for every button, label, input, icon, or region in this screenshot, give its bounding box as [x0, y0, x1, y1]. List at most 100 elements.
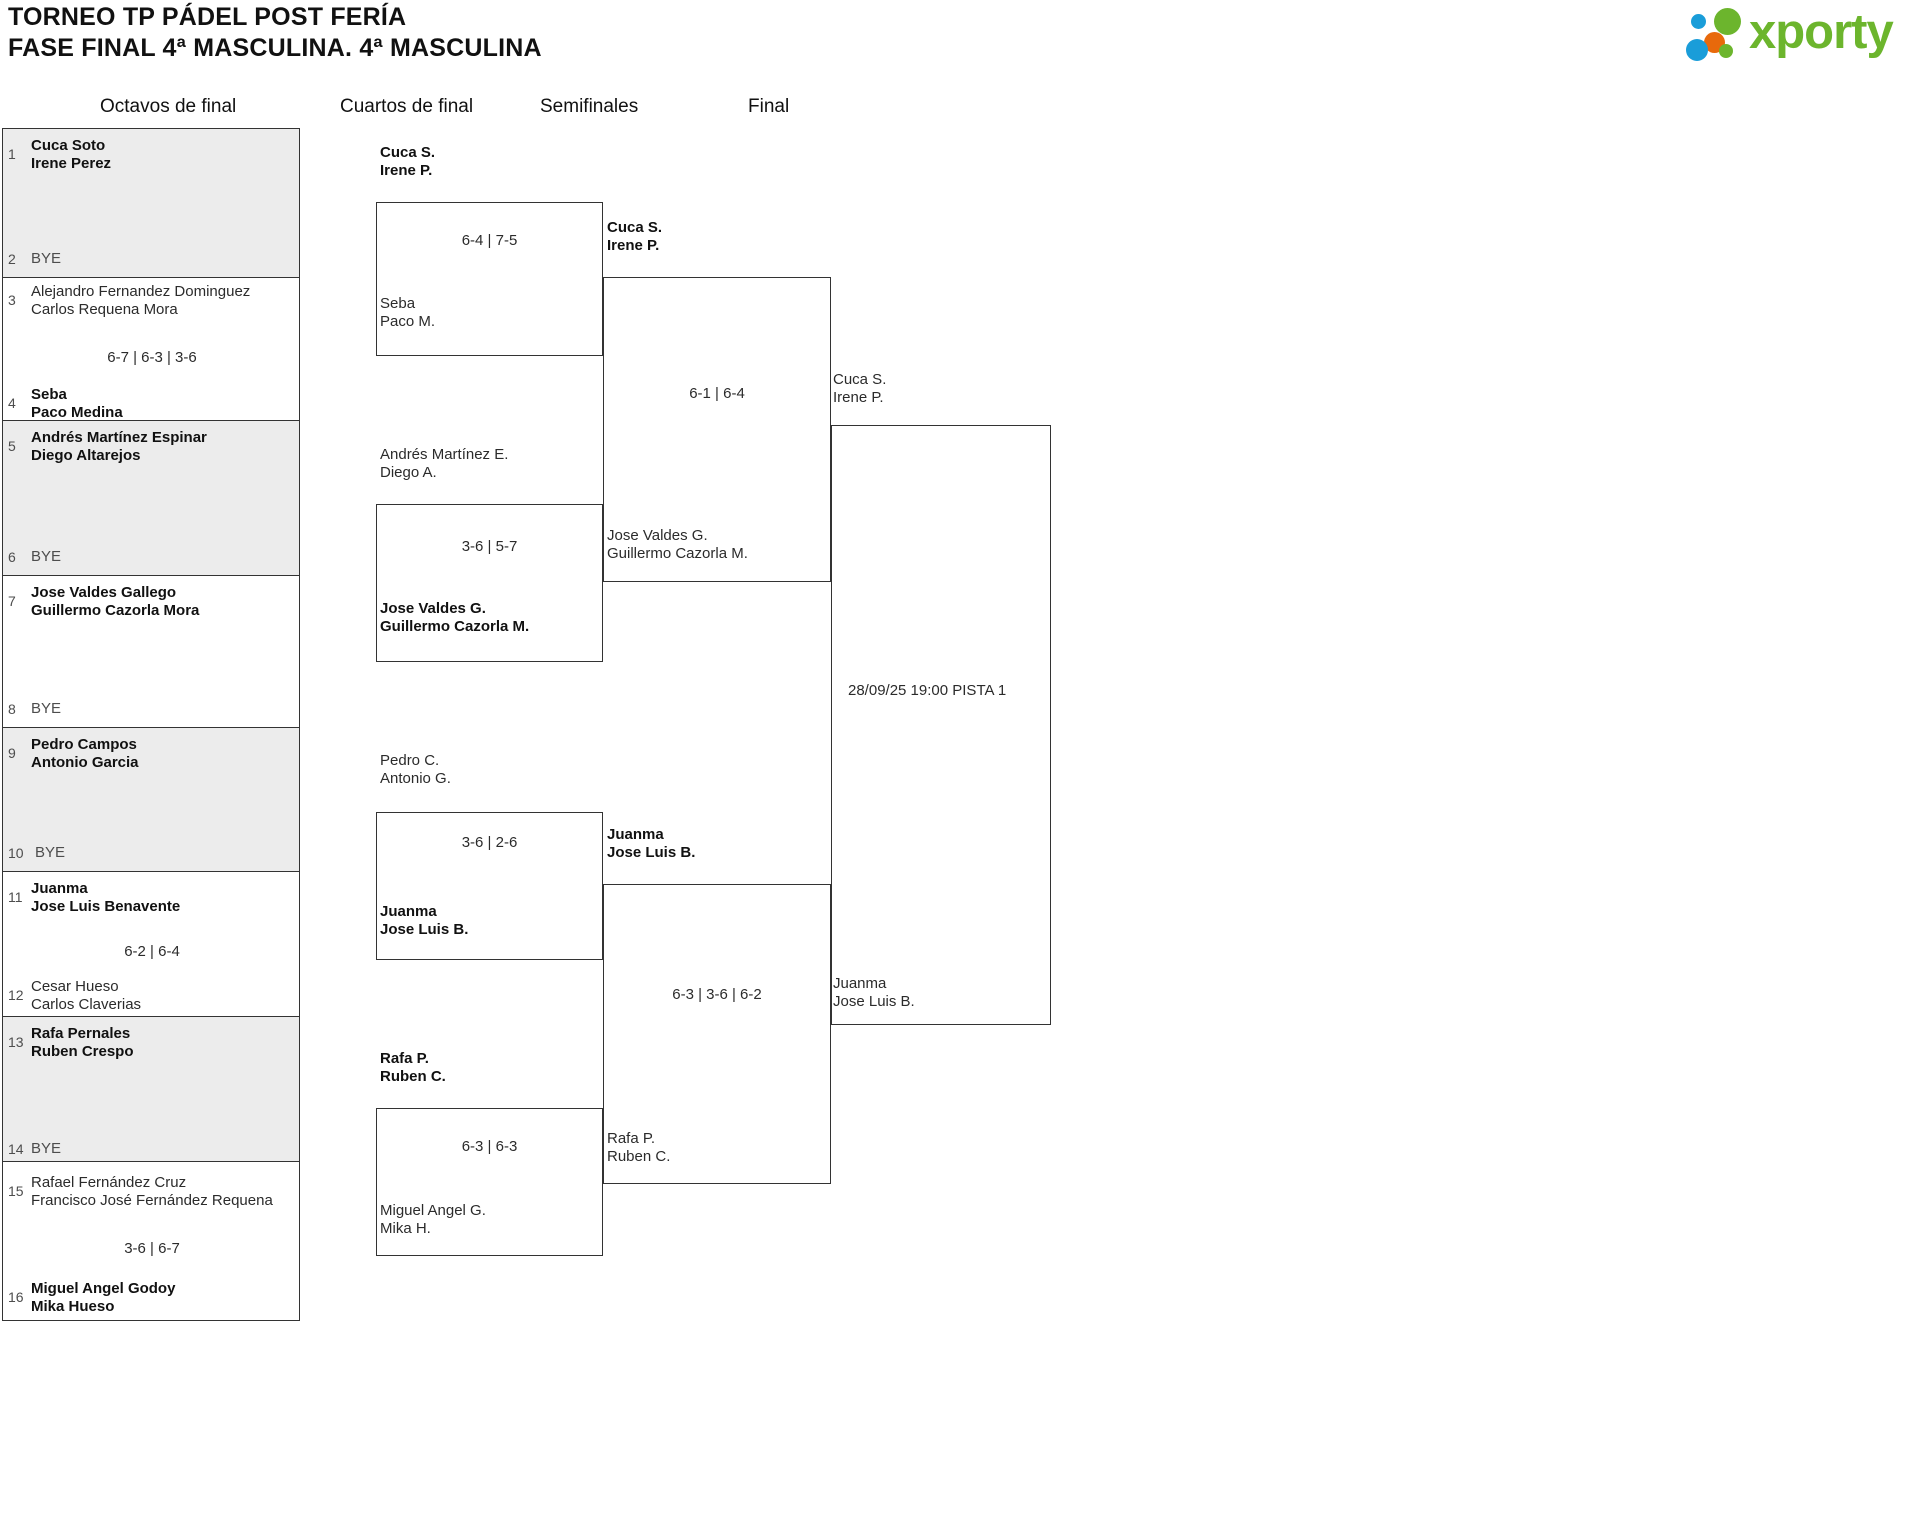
- team-line-2: Diego Altarejos: [31, 447, 141, 464]
- seed-number: 2: [8, 251, 16, 267]
- round3-team-2-line-2: Guillermo Cazorla M.: [607, 545, 748, 562]
- round2-match-3-box[interactable]: [376, 812, 603, 960]
- round3-team-4-line-1: Rafa P.: [607, 1130, 656, 1147]
- round3-team-1-line-2: Irene P.: [607, 237, 660, 254]
- xporty-logo[interactable]: xporty: [1683, 4, 1913, 64]
- team-bye: BYE: [31, 548, 62, 565]
- round3-team-4-line-2: Ruben C.: [607, 1148, 671, 1165]
- team-line-2: Mika Hueso: [31, 1298, 115, 1315]
- team-bye: BYE: [31, 700, 62, 717]
- team-line-1: Alejandro Fernandez Dominguez: [31, 283, 251, 300]
- round1-match-7[interactable]: 13 Rafa Pernales Ruben Crespo 14 BYE: [2, 1016, 300, 1161]
- team-line-1: Rafael Fernández Cruz: [31, 1174, 187, 1191]
- team-line-2: Jose Luis Benavente: [31, 898, 181, 915]
- round3-team-3-line-1: Juanma: [607, 826, 664, 843]
- seed-number: 7: [8, 593, 16, 609]
- match-score: 3-6 | 6-7: [124, 1240, 180, 1257]
- round2-match-3-score: 3-6 | 2-6: [461, 834, 518, 851]
- round3-match-1-score: 6-1 | 6-4: [689, 385, 745, 402]
- round1-match-1[interactable]: 1 Cuca Soto Irene Perez 2 BYE: [2, 128, 300, 277]
- round2-team-5-line-2: Antonio G.: [380, 770, 451, 787]
- seed-number: 14: [8, 1141, 24, 1157]
- team-bye: BYE: [31, 250, 62, 267]
- round3-match-2-score: 6-3 | 3-6 | 6-2: [672, 986, 762, 1003]
- team-line-2: Guillermo Cazorla Mora: [31, 602, 200, 619]
- seed-number: 9: [8, 745, 16, 761]
- team-line-2: Paco Medina: [31, 404, 123, 421]
- round2-team-3-line-1: Andrés Martínez E.: [380, 446, 509, 463]
- team-line-1: Juanma: [31, 880, 88, 897]
- team-bye: BYE: [31, 1140, 62, 1157]
- seed-number: 11: [8, 889, 23, 905]
- round1-match-8[interactable]: 15 Rafael Fernández Cruz Francisco José …: [2, 1161, 300, 1321]
- team-line-2: Irene Perez: [31, 155, 112, 172]
- round1-match-6[interactable]: 11 Juanma Jose Luis Benavente 6-2 | 6-4 …: [2, 871, 300, 1016]
- seed-number: 8: [8, 701, 16, 717]
- round2-team-5-line-1: Pedro C.: [380, 752, 440, 769]
- tournament-subtitle: FASE FINAL 4ª MASCULINA. 4ª MASCULINA: [8, 34, 542, 62]
- team-line-1: Cesar Hueso: [31, 978, 119, 995]
- round4-match-box[interactable]: [831, 425, 1051, 1025]
- round1-match-2[interactable]: 3 Alejandro Fernandez Dominguez Carlos R…: [2, 277, 300, 421]
- round-heading-cuartos: Cuartos de final: [340, 96, 474, 117]
- seed-number: 4: [8, 395, 16, 411]
- round3-match-2-box[interactable]: [603, 884, 831, 1184]
- round2-team-3-line-2: Diego A.: [380, 464, 437, 481]
- seed-number: 6: [8, 549, 16, 565]
- round1-match-3[interactable]: 5 Andrés Martínez Espinar Diego Altarejo…: [2, 420, 300, 575]
- seed-number: 16: [8, 1289, 24, 1305]
- logo-dot-green-small-icon: [1719, 44, 1733, 58]
- seed-number: 12: [8, 987, 24, 1003]
- team-line-1: Pedro Campos: [31, 736, 137, 753]
- round2-team-1-line-1: Cuca S.: [380, 144, 436, 161]
- match-score: 6-2 | 6-4: [124, 943, 180, 960]
- team-line-2: Francisco José Fernández Requena: [31, 1192, 273, 1209]
- round3-team-3-line-2: Jose Luis B.: [607, 844, 696, 861]
- round2-match-1-score: 6-4 | 7-5: [461, 232, 518, 249]
- round2-team-8-line-2: Mika H.: [380, 1220, 431, 1237]
- team-bye: BYE: [35, 844, 66, 861]
- team-line-2: Carlos Claverias: [31, 996, 142, 1013]
- round-heading-semifinales: Semifinales: [540, 96, 639, 117]
- round4-team-2-line-2: Jose Luis B.: [833, 993, 915, 1010]
- round2-team-4-line-1: Jose Valdes G.: [380, 600, 486, 617]
- round3-team-1-line-1: Cuca S.: [607, 219, 663, 236]
- round1-match-4[interactable]: 7 Jose Valdes Gallego Guillermo Cazorla …: [2, 575, 300, 727]
- round3-match-1-box[interactable]: [603, 277, 831, 582]
- seed-number: 5: [8, 438, 16, 454]
- team-line-1: Jose Valdes Gallego: [31, 584, 177, 601]
- seed-number: 10: [8, 845, 24, 861]
- round2-team-2-line-1: Seba: [380, 295, 416, 312]
- page-header: TORNEO TP PÁDEL POST FERÍA FASE FINAL 4ª…: [0, 0, 1920, 70]
- logo-dot-green-large-icon: [1714, 8, 1741, 35]
- logo-dots-icon: [1683, 6, 1753, 61]
- round4-team-1-line-1: Cuca S.: [833, 371, 887, 388]
- round2-match-2-score: 3-6 | 5-7: [461, 538, 518, 555]
- team-line-1: Rafa Pernales: [31, 1025, 131, 1042]
- team-line-2: Ruben Crespo: [31, 1043, 134, 1060]
- team-line-1: Miguel Angel Godoy: [31, 1280, 176, 1297]
- round1-match-5[interactable]: 9 Pedro Campos Antonio Garcia 10 BYE: [2, 727, 300, 871]
- round2-match-4-score: 6-3 | 6-3: [461, 1138, 518, 1155]
- round2-team-6-line-1: Juanma: [380, 903, 437, 920]
- round2-match-4-box[interactable]: [376, 1108, 603, 1256]
- team-line-1: Cuca Soto: [31, 137, 106, 154]
- seed-number: 13: [8, 1034, 24, 1050]
- match-score: 6-7 | 6-3 | 3-6: [107, 349, 197, 366]
- round4-team-2-line-1: Juanma: [833, 975, 887, 992]
- round2-team-7-line-2: Ruben C.: [380, 1068, 446, 1085]
- round-heading-final: Final: [748, 96, 790, 117]
- team-line-1: Seba: [31, 386, 67, 403]
- logo-dot-blue-small-icon: [1691, 14, 1706, 29]
- round2-match-1-box[interactable]: [376, 202, 603, 356]
- logo-wordmark: xporty: [1749, 5, 1894, 59]
- team-line-2: Antonio Garcia: [31, 754, 139, 771]
- round2-team-7-line-1: Rafa P.: [380, 1050, 429, 1067]
- round4-team-1-line-2: Irene P.: [833, 389, 884, 406]
- final-match-info: 28/09/25 19:00 PISTA 1: [848, 682, 1007, 699]
- round2-team-8-line-1: Miguel Angel G.: [380, 1202, 486, 1219]
- seed-number: 3: [8, 292, 16, 308]
- round2-team-2-line-2: Paco M.: [380, 313, 436, 330]
- round2-match-2-box[interactable]: [376, 504, 603, 662]
